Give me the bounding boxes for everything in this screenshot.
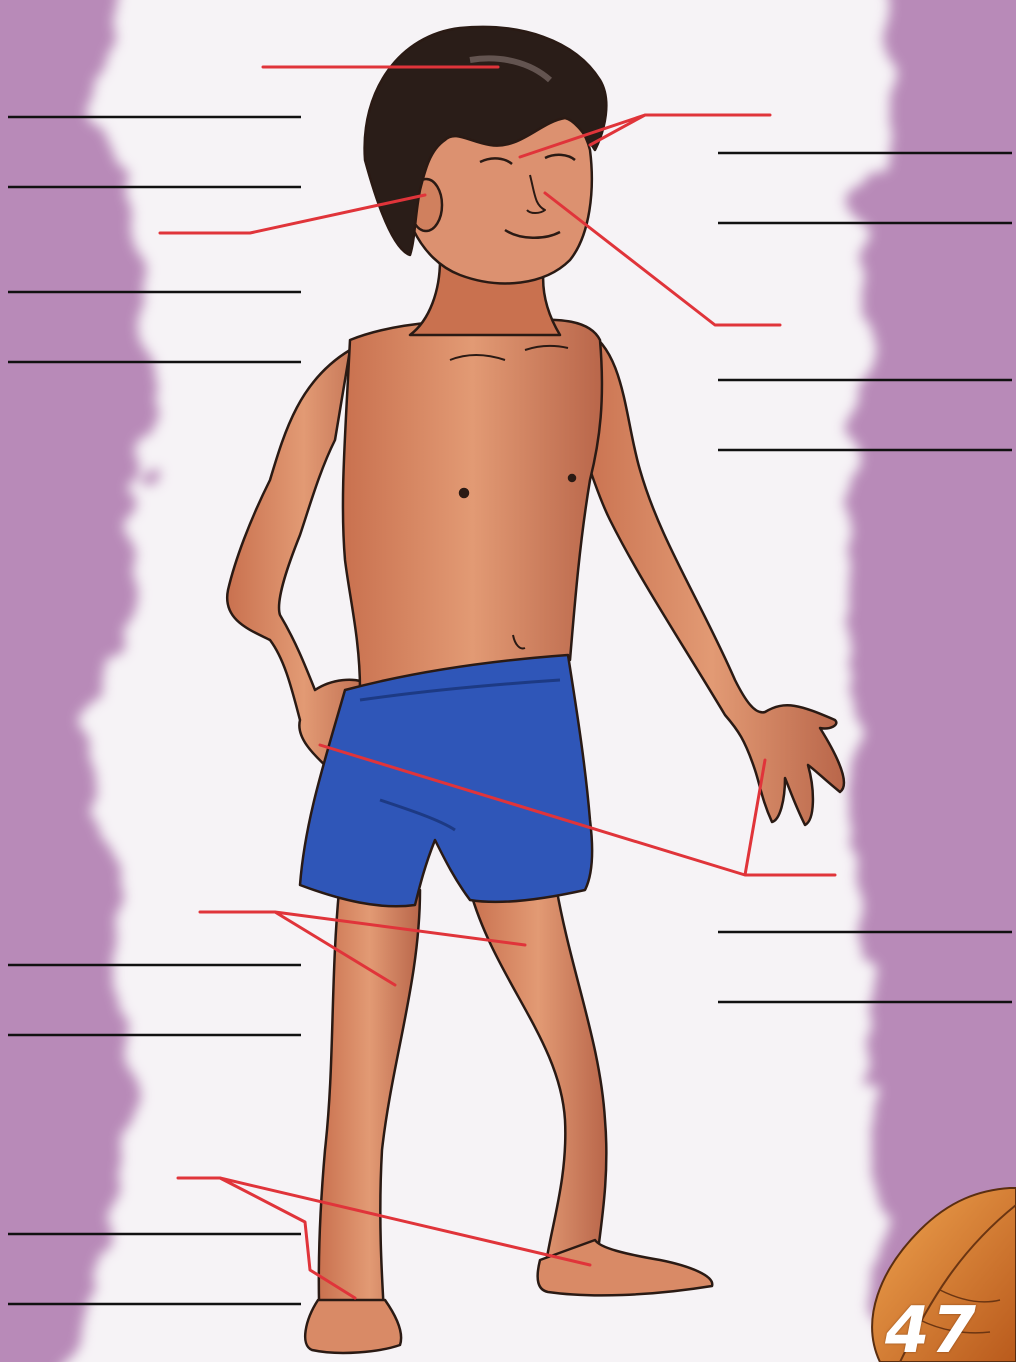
left-foot	[305, 1300, 401, 1353]
torso	[343, 319, 602, 690]
page-number: 47	[885, 1294, 978, 1368]
